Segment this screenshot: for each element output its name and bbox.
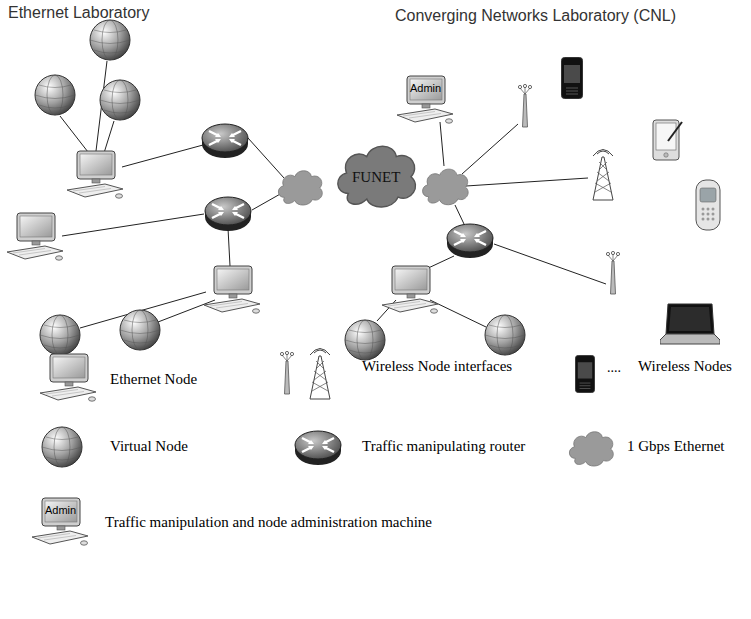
legend-text: Virtual Node	[110, 438, 188, 455]
lab-title: Converging Networks Laboratory (CNL)	[395, 7, 676, 25]
ethernet-cloud	[278, 171, 322, 205]
legend-text: Wireless Nodes	[638, 358, 732, 375]
node-label: Admin	[45, 504, 76, 516]
traffic-router	[447, 224, 493, 258]
wireless-node	[653, 120, 682, 160]
link-line	[60, 116, 88, 152]
legend-icon	[280, 351, 293, 394]
link-line	[104, 121, 114, 153]
ethernet-cloud	[423, 169, 469, 205]
link-line	[228, 228, 230, 266]
node-label: Admin	[410, 82, 441, 94]
link-line	[440, 122, 444, 166]
ethernet-node	[67, 151, 123, 198]
legend-icon	[40, 354, 96, 401]
wireless-interface	[606, 251, 619, 294]
legend-text: Wireless Node interfaces	[362, 358, 512, 375]
lab-title: Ethernet Laboratory	[8, 4, 149, 22]
node-shape	[32, 498, 88, 545]
legend-text: 1 Gbps Ethernet	[627, 438, 724, 455]
network-links	[60, 61, 606, 328]
traffic-router	[202, 124, 248, 158]
link-line	[462, 124, 518, 174]
link-line	[248, 138, 284, 178]
node-shape	[338, 146, 416, 207]
link-line	[62, 214, 204, 236]
traffic-router	[205, 197, 251, 231]
admin-legend-icon: Admin	[30, 497, 90, 547]
link-line	[494, 244, 606, 284]
link-line	[158, 300, 215, 322]
link-line	[252, 193, 282, 210]
virtual-node	[40, 315, 80, 355]
funet-cloud: FUNET	[330, 135, 422, 215]
legend-text: Traffic manipulation and node administra…	[105, 514, 432, 531]
wireless-interface	[518, 84, 531, 127]
wireless-interface	[593, 150, 613, 201]
wireless-node	[562, 58, 583, 99]
link-line	[466, 178, 588, 186]
virtual-node	[120, 310, 160, 350]
virtual-node	[90, 20, 130, 60]
legend-text: Ethernet Node	[110, 371, 197, 388]
legend-icon	[42, 427, 82, 467]
wireless-node	[696, 180, 720, 230]
legend-icon	[569, 432, 613, 466]
admin-machine: Admin	[395, 75, 455, 125]
wireless-node	[660, 304, 720, 344]
legend-icon	[576, 355, 595, 392]
link-line	[430, 300, 486, 327]
virtual-node	[345, 320, 385, 360]
ellipsis-mark: ....	[607, 360, 621, 376]
ethernet-node	[7, 213, 63, 260]
virtual-node	[35, 75, 75, 115]
node-shape	[397, 76, 453, 123]
legend-icon	[310, 349, 330, 400]
link-line	[455, 205, 464, 224]
legend-text: Traffic manipulating router	[362, 438, 525, 455]
node-label: FUNET	[352, 169, 400, 186]
ethernet-node	[204, 266, 260, 313]
virtual-node	[100, 80, 140, 120]
legend-icon	[295, 431, 341, 465]
virtual-node	[485, 315, 525, 355]
link-line	[122, 145, 203, 167]
ethernet-node	[382, 266, 438, 313]
